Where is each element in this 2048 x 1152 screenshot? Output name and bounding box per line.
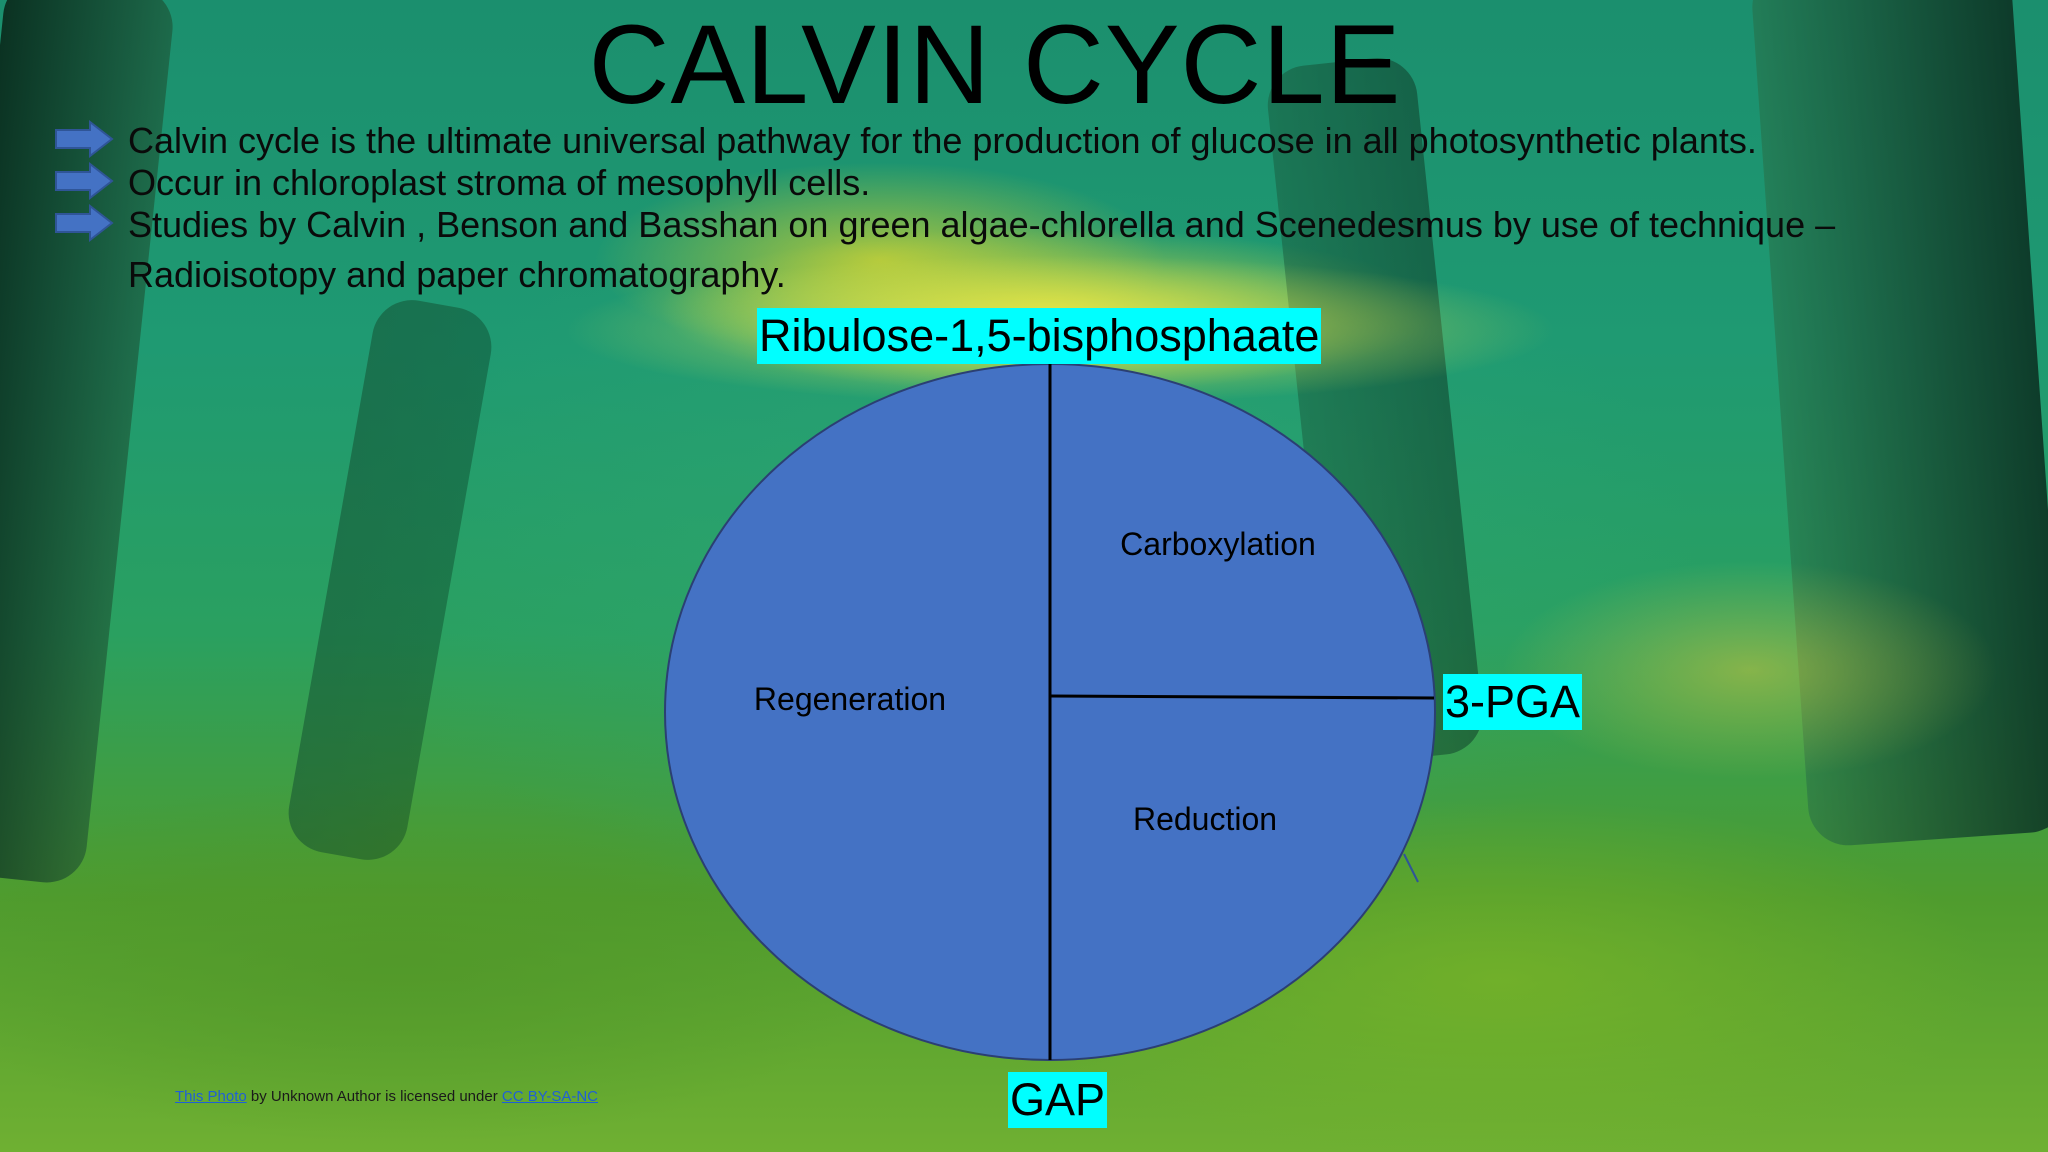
bullet-text: Calvin cycle is the ultimate universal p… (128, 120, 1757, 161)
label-3-pga: 3-PGA (1443, 674, 1583, 730)
connector-tick (1403, 853, 1419, 883)
bush-glow (1500, 560, 2000, 780)
section-reduction: Reduction (1133, 801, 1277, 837)
credit-license-link[interactable]: CC BY-SA-NC (501, 1088, 599, 1105)
bullet-item: Studies by Calvin , Benson and Basshan o… (54, 200, 2014, 300)
section-carboxylation: Carboxylation (1120, 526, 1316, 562)
label-gap: GAP (1008, 1072, 1108, 1128)
credit-text: by Unknown Author is licensed under (246, 1088, 502, 1105)
bullet-text: Occur in chloroplast stroma of mesophyll… (128, 162, 871, 203)
right-arrow-icon (55, 120, 114, 158)
right-arrow-icon (55, 204, 114, 242)
label-ribulose: Ribulose-1,5-bisphosphaate (757, 308, 1322, 364)
credit-photo-link[interactable]: This Photo (175, 1088, 247, 1105)
horizontal-divider (1049, 694, 1435, 700)
bullet-item: Occur in chloroplast stroma of mesophyll… (54, 158, 2014, 208)
photo-credit: This Photo by Unknown Author is licensed… (175, 1088, 598, 1105)
bullet-list: Calvin cycle is the ultimate universal p… (54, 116, 2014, 300)
right-arrow-icon (55, 162, 114, 200)
bullet-item: Calvin cycle is the ultimate universal p… (54, 116, 2014, 166)
section-regeneration: Regeneration (754, 681, 946, 717)
bullet-text: Studies by Calvin , Benson and Basshan o… (128, 204, 1836, 295)
slide-title: CALVIN CYCLE (588, 2, 1402, 127)
